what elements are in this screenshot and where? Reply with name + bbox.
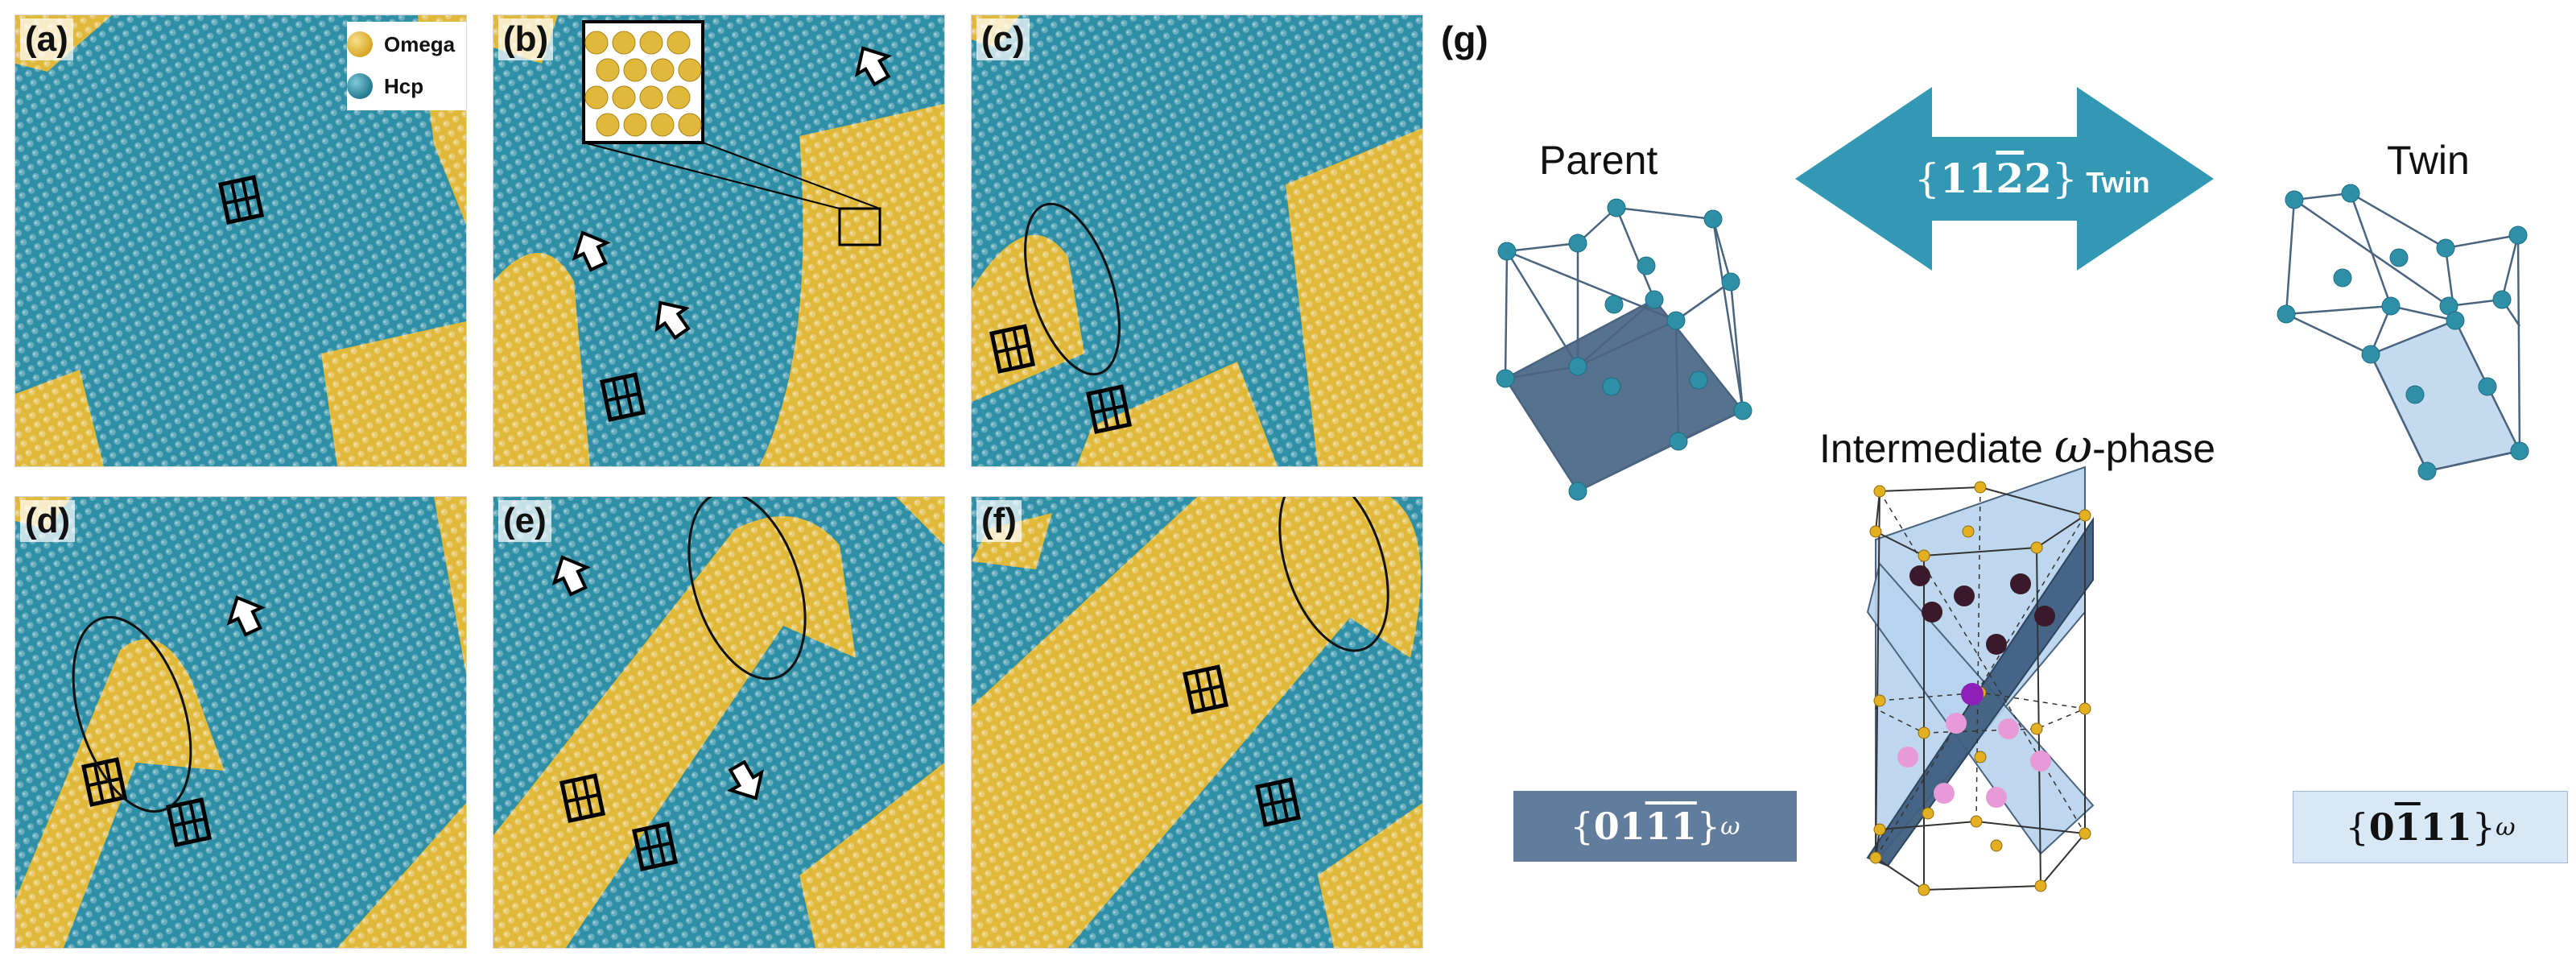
index-bar: 1 bbox=[2394, 805, 2421, 849]
motion-arrow-icon bbox=[551, 555, 591, 597]
lattice-marker-icon bbox=[166, 797, 213, 847]
atom-map-e bbox=[493, 497, 944, 948]
twin-label: Twin bbox=[2387, 138, 2470, 183]
panel-label: (g) bbox=[1441, 19, 1488, 60]
twin-schematic bbox=[1496, 87, 2529, 896]
twin-word: Twin bbox=[2086, 166, 2150, 199]
panel-e: (e) bbox=[493, 496, 945, 949]
lattice-marker-icon bbox=[559, 773, 606, 823]
omega-crystal-icon bbox=[1866, 465, 2095, 896]
legend-item-omega: Omega bbox=[347, 27, 455, 62]
subscript-omega: ω bbox=[2496, 813, 2516, 842]
brace-close: } bbox=[1696, 805, 1721, 848]
index-plain: 11 bbox=[1939, 155, 1996, 202]
twin-crystal-icon bbox=[2285, 192, 2521, 473]
atom-map-f bbox=[972, 497, 1422, 948]
twin-atoms bbox=[2277, 184, 2529, 481]
lattice-marker-icon bbox=[1183, 664, 1229, 714]
atom-map-b bbox=[493, 15, 944, 466]
brace-open: { bbox=[1914, 155, 1940, 202]
atom-texture bbox=[972, 15, 1422, 466]
atom-texture bbox=[15, 497, 466, 948]
lattice-marker-icon bbox=[218, 175, 265, 225]
intermediate-label: Intermediate ω-phase bbox=[1819, 419, 2215, 474]
motion-arrow-icon bbox=[572, 230, 611, 272]
panel-label: (e) bbox=[498, 500, 551, 542]
omega-symbol: ω bbox=[2054, 419, 2093, 474]
atom-texture bbox=[972, 497, 1422, 948]
lattice-marker-icon bbox=[600, 372, 646, 422]
panel-label: (b) bbox=[498, 19, 554, 60]
highlight-ellipse bbox=[72, 615, 192, 813]
motion-arrow-icon bbox=[727, 759, 764, 801]
panel-b: (b) bbox=[493, 14, 945, 467]
highlight-ellipse bbox=[1278, 497, 1389, 652]
lattice-marker-icon bbox=[81, 757, 128, 807]
omega-marker-icon bbox=[347, 31, 373, 57]
index-end: 2 bbox=[2024, 155, 2052, 202]
panel-f: (f) bbox=[971, 496, 1423, 949]
panel-a: (a) Omega Hcp bbox=[14, 14, 467, 467]
lattice-marker-icon bbox=[989, 324, 1036, 374]
twin-arrow-label: {1122} Twin bbox=[1914, 155, 2150, 202]
brace-close: } bbox=[2471, 805, 2496, 849]
legend: Omega Hcp bbox=[347, 22, 466, 110]
atom-map-d bbox=[15, 497, 466, 948]
twin-arrow-icon bbox=[1795, 87, 2214, 271]
motion-arrow-icon bbox=[226, 595, 266, 637]
parent-atoms bbox=[1496, 198, 1752, 501]
index-bar: 2 bbox=[1996, 155, 2025, 202]
hcp-marker-icon bbox=[347, 73, 373, 99]
legend-item-hcp: Hcp bbox=[347, 68, 423, 104]
motion-arrow-icon bbox=[654, 300, 691, 341]
brace-open: { bbox=[2345, 805, 2369, 849]
panel-label: (a) bbox=[20, 19, 73, 60]
brace-close: } bbox=[2052, 155, 2078, 202]
legend-label: Omega bbox=[384, 31, 456, 56]
legend-label: Hcp bbox=[384, 73, 424, 98]
index-bar: 1 bbox=[1670, 805, 1697, 848]
brace-open: { bbox=[1570, 805, 1594, 848]
atom-map-c bbox=[972, 15, 1422, 466]
highlight-ellipse bbox=[1024, 202, 1121, 376]
lattice-marker-icon bbox=[1255, 777, 1302, 827]
subscript-omega: ω bbox=[1720, 812, 1740, 841]
parent-crystal-icon bbox=[1504, 206, 1744, 493]
atom-texture bbox=[493, 15, 944, 466]
panel-label: (f) bbox=[976, 500, 1022, 542]
index-end: 11 bbox=[2420, 805, 2472, 849]
highlight-ellipse bbox=[687, 497, 807, 681]
panel-label: (d) bbox=[20, 500, 76, 542]
panel-g: (g) bbox=[1441, 0, 2576, 964]
lattice-marker-icon bbox=[632, 821, 679, 871]
lattice-marker-icon bbox=[1086, 384, 1133, 434]
motion-arrow-icon bbox=[855, 46, 892, 87]
index-plain: 01 bbox=[1593, 805, 1645, 848]
panel-label: (c) bbox=[976, 19, 1030, 60]
zoom-inset bbox=[582, 20, 881, 246]
panel-c: (c) bbox=[971, 14, 1423, 467]
index-plain: 0 bbox=[2368, 805, 2395, 849]
panel-d: (d) bbox=[14, 496, 467, 949]
intermediate-suffix: -phase bbox=[2092, 426, 2216, 471]
index-bar: 1 bbox=[1645, 805, 1671, 848]
intermediate-prefix: Intermediate bbox=[1819, 426, 2054, 471]
parent-label: Parent bbox=[1539, 138, 1658, 183]
